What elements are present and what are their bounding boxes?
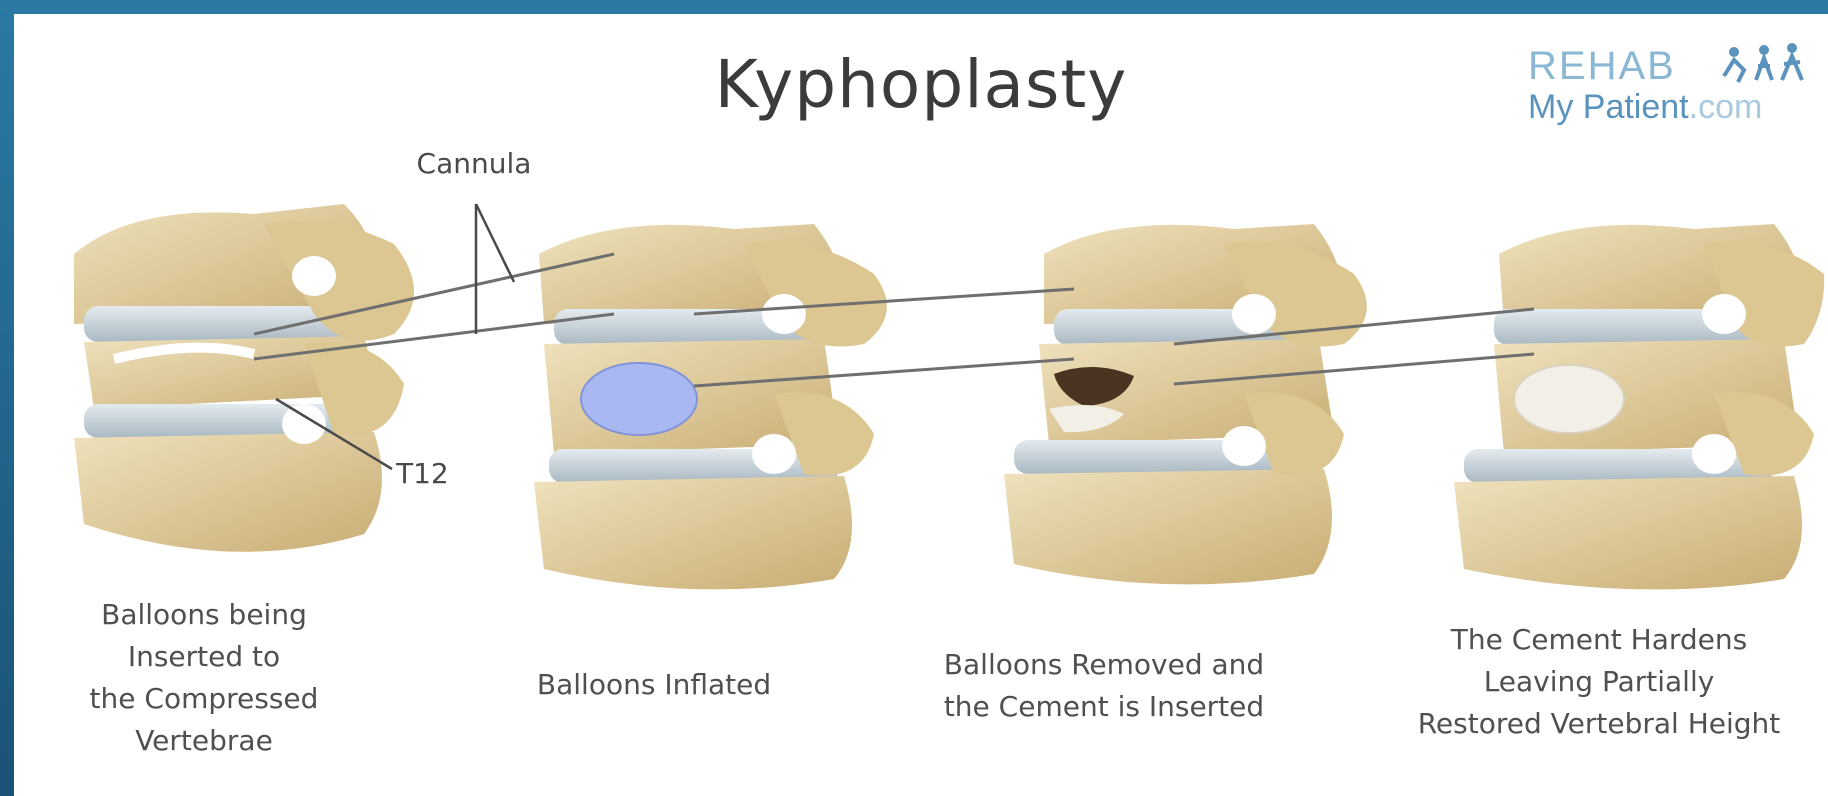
vertebrae-panel-3 — [1004, 224, 1367, 584]
vertebrae-panel-4 — [1454, 224, 1824, 589]
vertebrae-panel-2 — [534, 224, 887, 589]
vertebrae-panel-1 — [74, 204, 414, 552]
cannula-label: Cannula — [394, 144, 554, 184]
slide: Kyphoplasty REHAB My Patient.com — [14, 14, 1828, 796]
t12-label: T12 — [396, 454, 476, 494]
caption-step-3: Balloons Removed and the Cement is Inser… — [894, 644, 1314, 728]
caption-step-4: The Cement Hardens Leaving Partially Res… — [1374, 619, 1824, 745]
caption-step-1: Balloons being Inserted to the Compresse… — [44, 594, 364, 762]
caption-step-2: Balloons Inflated — [484, 664, 824, 706]
